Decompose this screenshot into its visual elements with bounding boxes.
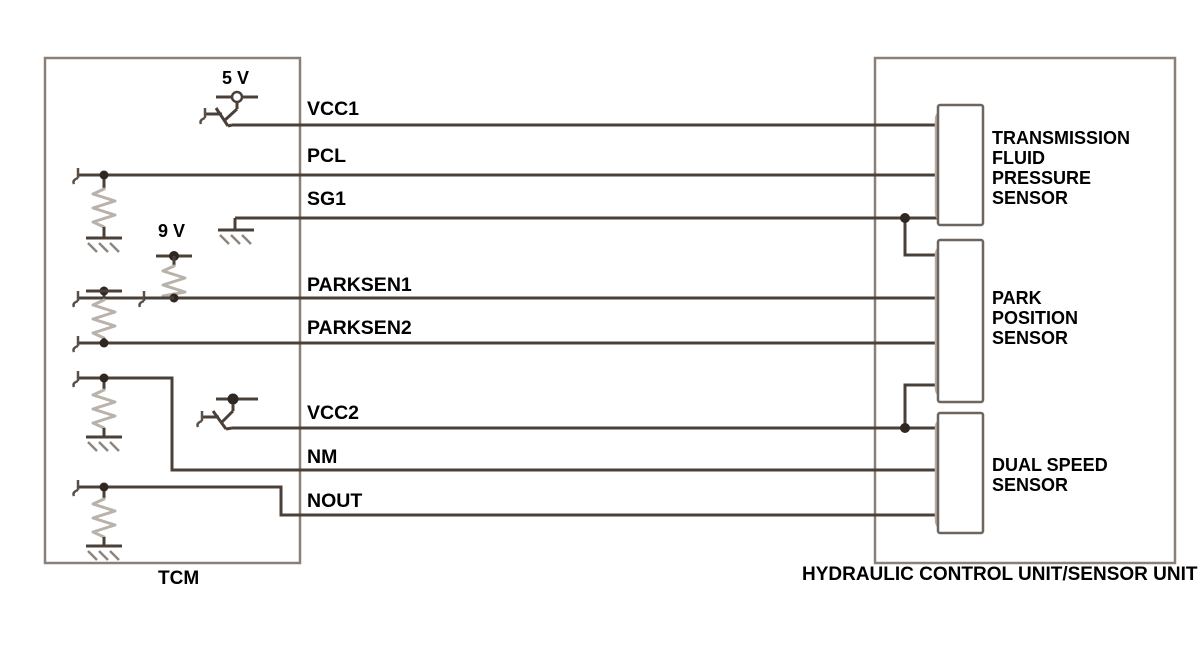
junction-parksen2 [99, 338, 109, 348]
svg-text:SENSOR: SENSOR [992, 188, 1068, 208]
wire-nout [78, 485, 938, 517]
supply-label-5v: 5 V [222, 68, 249, 88]
terminal-hook-nm [72, 371, 80, 388]
svg-text:SENSOR: SENSOR [992, 475, 1068, 495]
signal-label-nout: NOUT [307, 490, 362, 512]
wire-sg1-branch [903, 218, 938, 257]
signal-label-pcl: PCL [307, 145, 346, 167]
supply-label-9v: 9 V [158, 221, 185, 241]
supply-9v-network [138, 251, 192, 308]
svg-text:PARK: PARK [992, 288, 1042, 308]
svg-text:SENSOR: SENSOR [992, 328, 1068, 348]
wire-nm [78, 376, 938, 472]
connector-transmission-fluid-pressure-sensor [934, 103, 985, 227]
svg-text:PRESSURE: PRESSURE [992, 168, 1091, 188]
hydraulic-control-unit-box [873, 56, 1177, 565]
signal-label-sg1: SG1 [307, 188, 346, 210]
caption-tcm: TCM [158, 568, 199, 589]
terminal-hook-nout [72, 480, 80, 497]
connector-park-position-sensor [934, 238, 985, 404]
wire-vcc2-branch [903, 383, 938, 428]
resistor-nm-pulldown [86, 373, 122, 452]
svg-text:POSITION: POSITION [992, 308, 1078, 328]
terminal-hook-parksen1 [72, 291, 80, 308]
svg-text:TRANSMISSION: TRANSMISSION [992, 128, 1130, 148]
signal-label-nm: NM [307, 446, 337, 468]
signal-label-vcc2: VCC2 [307, 402, 359, 424]
sensor-label-dual-speed-sensor: DUAL SPEED SENSOR [992, 455, 1108, 495]
ground-symbol-sg1 [218, 218, 254, 245]
resistor-nout-pulldown [86, 482, 122, 561]
junction-vcc2-branch [900, 423, 910, 433]
caption-hydraulic-control-unit: HYDRAULIC CONTROL UNIT/SENSOR UNIT [802, 564, 1198, 585]
resistor-pcl-pulldown [86, 170, 122, 253]
signal-label-parksen1: PARKSEN1 [307, 274, 412, 296]
signal-label-vcc1: VCC1 [307, 98, 359, 120]
sensor-label-park-position-sensor: PARK POSITION SENSOR [992, 288, 1078, 348]
ground-symbol-nm [86, 435, 122, 452]
ground-symbol-pcl [86, 236, 122, 253]
sensor-label-transmission-fluid-pressure-sensor: TRANSMISSION FLUID PRESSURE SENSOR [992, 128, 1130, 208]
transistor-vcc1 [199, 90, 258, 128]
signal-label-parksen2: PARKSEN2 [307, 317, 412, 339]
junction-sg1-branch [900, 213, 910, 223]
ground-symbol-nout [86, 544, 122, 561]
svg-text:DUAL SPEED: DUAL SPEED [992, 455, 1108, 475]
terminal-hook-parksen2 [72, 336, 80, 353]
transistor-vcc2 [196, 393, 258, 431]
tcm-box [43, 56, 302, 565]
connector-dual-speed-sensor [934, 411, 985, 535]
terminal-hook-pcl [72, 168, 80, 185]
svg-text:FLUID: FLUID [992, 148, 1045, 168]
